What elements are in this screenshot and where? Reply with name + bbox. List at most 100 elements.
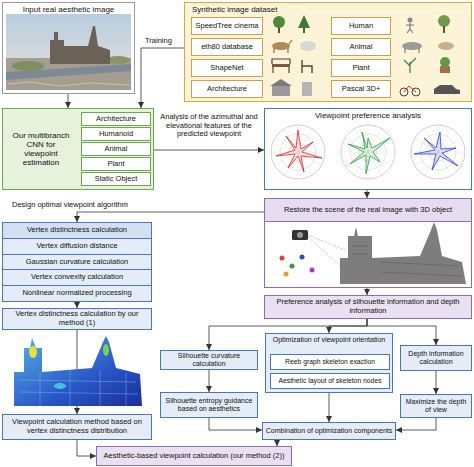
process-box: Depth information calculation — [400, 345, 472, 371]
flow-arrow — [77, 302, 78, 308]
dataset-cell: Architecture — [191, 80, 263, 98]
node-text: Silhouette entropy guidance based on aes… — [161, 397, 257, 413]
tree-trunk — [278, 26, 280, 33]
node-text: Plant — [105, 160, 126, 169]
dataset-thumbnails — [270, 15, 460, 96]
aesthetic-photo — [6, 14, 131, 90]
animal-thumb — [272, 42, 290, 50]
animal-thumb — [300, 41, 316, 51]
dataset-box: Synthetic image datasetSpeedTree cinemaH… — [184, 2, 472, 102]
node-text: ShapeNet — [208, 64, 245, 73]
bike-wheel — [412, 88, 420, 96]
flow-arrow — [209, 418, 262, 430]
cathedral-model — [340, 222, 466, 284]
process-box: Combination of optimization components — [262, 422, 396, 440]
group-box: Optimization of viewpoint orientationRee… — [265, 333, 393, 393]
connector-group — [68, 48, 436, 456]
class-cell: Animal — [81, 142, 151, 156]
process-box: Silhouette curvature calculation — [160, 350, 258, 370]
process-box: Maximize the depth of view — [400, 394, 472, 418]
class-cell: Humanoid — [81, 127, 151, 141]
flow-arrow — [436, 371, 437, 394]
photo-street — [8, 82, 130, 86]
building-thumb — [302, 82, 312, 96]
distinctness-mesh — [14, 336, 142, 406]
node-text: Architecture — [94, 115, 138, 124]
flow-arrow — [77, 212, 264, 222]
sub-step: Aesthetic layout of skeleton nodes — [270, 373, 390, 389]
building-thumb — [272, 86, 290, 96]
process-box: Silhouette entropy guidance based on aes… — [160, 392, 258, 418]
node-text: Input real aesthetic image — [21, 5, 117, 14]
camera-lens — [297, 232, 303, 238]
flow-arrow — [68, 94, 69, 108]
human-head — [408, 18, 413, 23]
plant-thumb — [404, 58, 416, 73]
plant-thumb — [438, 15, 450, 27]
viewpoint-dot — [300, 255, 305, 260]
mesh-highlight — [29, 346, 37, 358]
process-box: Vertex distinctness calculation by our m… — [2, 308, 152, 330]
flow-arrow — [154, 150, 264, 151]
flow-arrow — [367, 319, 436, 345]
viewpoint-dot — [284, 272, 289, 277]
photo-trees — [106, 56, 130, 64]
human-body — [406, 23, 414, 33]
chair-thumb — [302, 60, 312, 73]
node-text: Vertex convexity calculation — [3, 270, 151, 286]
dataset-cell: Plant — [331, 59, 391, 77]
photo-city — [6, 58, 131, 90]
photo-sky — [6, 14, 131, 90]
tree-trunk — [443, 26, 445, 33]
node-text: Static Object — [93, 175, 140, 184]
dataset-cell: eth80 database — [191, 38, 263, 56]
mesh-body — [14, 336, 142, 406]
node-text: Maximize the depth of view — [401, 398, 471, 414]
photo-trees — [12, 61, 44, 71]
class-cell: Architecture — [81, 112, 151, 126]
photo-river — [6, 64, 131, 80]
animal-legs — [274, 40, 292, 53]
node-text: Animal — [103, 145, 130, 154]
stage-box: Preference analysis of silhouette inform… — [264, 295, 472, 319]
flow-arrow — [77, 330, 78, 414]
node-text: Animal — [348, 43, 375, 52]
node-text: Restore the scene of the real image with… — [265, 199, 471, 222]
edge-label: Analysis of the azimuthal and elevationa… — [157, 113, 261, 139]
animal-legs — [405, 48, 419, 53]
node-text: Combination of optimization components — [264, 427, 394, 435]
sub-step: Reeb graph skeleton exaction — [270, 354, 390, 370]
node-text: eth80 database — [199, 43, 255, 52]
node-text: Optimization of viewpoint orientation — [271, 336, 387, 344]
node-text: Human — [347, 22, 375, 31]
flow-arrow — [77, 440, 96, 456]
dataset-cell: Human — [331, 17, 391, 35]
mesh-wire — [20, 370, 138, 406]
tree-crown — [298, 15, 310, 28]
analysis-box: Viewpoint preference analysis — [264, 108, 472, 190]
step-list: Vertex distinctness calculationVertex di… — [2, 222, 152, 302]
node-text: Architecture — [205, 85, 249, 94]
polar-plot — [411, 125, 465, 179]
restored-scene — [280, 222, 467, 284]
polar-plot — [341, 125, 395, 179]
class-cell: Plant — [81, 157, 151, 171]
polar-data — [276, 130, 322, 172]
polar-data — [348, 132, 390, 174]
model-detail — [352, 246, 462, 276]
flow-arrow — [367, 288, 368, 295]
flow-arrow — [277, 440, 278, 446]
node-text: Aesthetic layout of skeleton nodes — [276, 377, 383, 385]
view-ray — [308, 235, 345, 270]
bench-frame — [272, 59, 290, 73]
animal-thumb — [402, 42, 422, 50]
animal-thumb — [438, 42, 454, 50]
camera-body — [292, 230, 308, 240]
node-text: Reeb graph skeleton exaction — [283, 358, 377, 366]
node-text: Silhouette curvature calculation — [161, 352, 257, 368]
edge-label: Design optimal viewpoint algorithm — [12, 201, 182, 210]
photo-cathedral — [50, 26, 110, 64]
node-text: Vertex distinctness calculation — [3, 223, 151, 239]
